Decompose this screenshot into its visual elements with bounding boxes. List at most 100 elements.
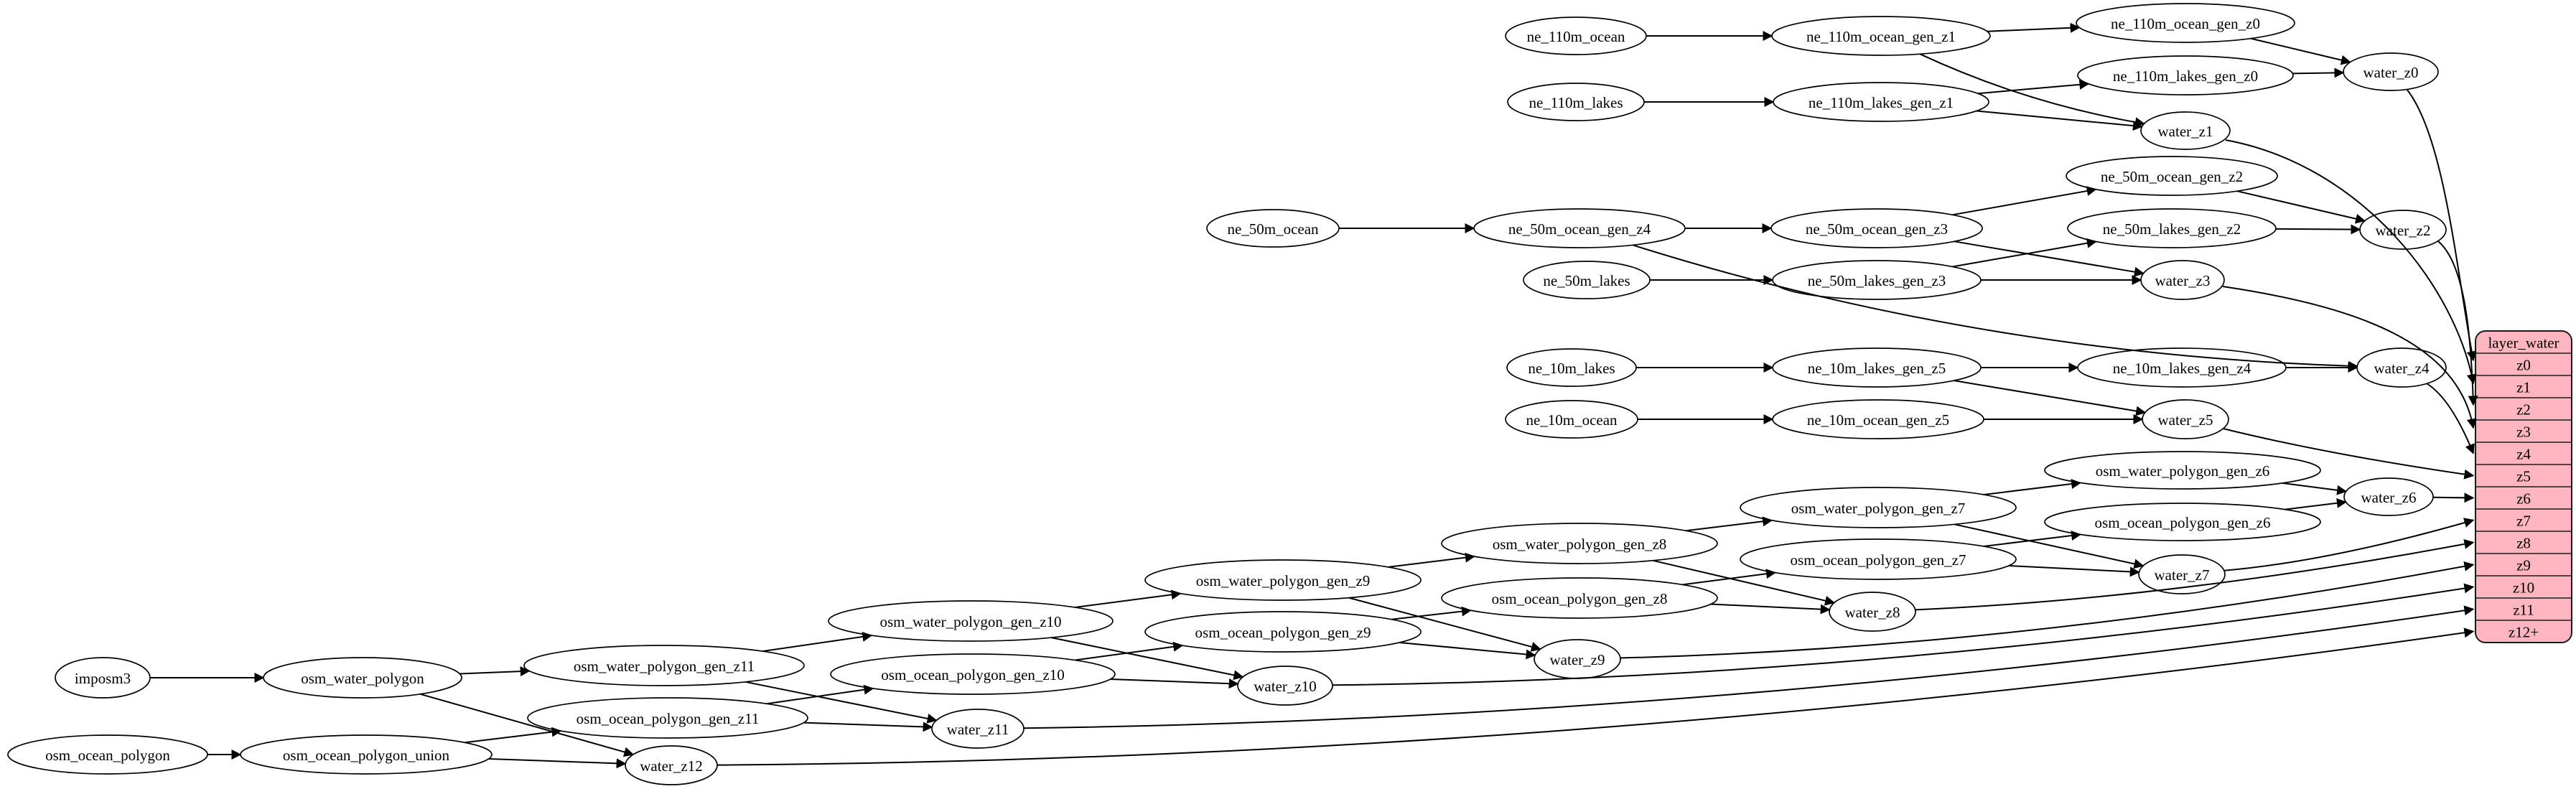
edge-ne_50m_lakes_gen_z3-to-ne_50m_lakes_gen_z2	[1952, 238, 2097, 268]
edge-osm_ocean_polygon_union-to-water_z12	[488, 758, 627, 769]
edge-water_z9-to-layer_water-z9	[1620, 561, 2475, 659]
node-label-osm_ocean_polygon_gen_z9: osm_ocean_polygon_gen_z9	[1195, 624, 1371, 641]
edge-osm_water_polygon_gen_z10-to-water_z10	[1051, 637, 1244, 681]
node-osm_water_polygon_gen_z11: osm_water_polygon_gen_z11	[523, 645, 805, 686]
node-label-osm_ocean_polygon: osm_ocean_polygon	[45, 747, 170, 764]
node-label-osm_water_polygon_gen_z7: osm_water_polygon_gen_z7	[1791, 500, 1966, 517]
node-water_z4: water_z4	[2356, 347, 2447, 388]
node-water_z5: water_z5	[2142, 399, 2229, 439]
edge-ne_50m_ocean_gen_z3-to-ne_50m_ocean_gen_z2	[1952, 186, 2097, 216]
edge-osm_water_polygon_gen_z10-to-osm_water_polygon_gen_z9	[1075, 589, 1182, 608]
edge-water_z2-to-layer_water-z2	[2437, 241, 2478, 406]
node-label-ne_110m_lakes_gen_z0: ne_110m_lakes_gen_z0	[2113, 67, 2258, 85]
node-water_z12: water_z12	[625, 745, 718, 785]
node-osm_water_polygon: osm_water_polygon	[263, 657, 462, 699]
edge-osm_water_polygon_gen_z8-to-water_z8	[1652, 559, 1836, 606]
node-shape-osm_ocean_polygon_gen_z10	[830, 653, 1116, 695]
node-label-ne_10m_lakes_gen_z4: ne_10m_lakes_gen_z4	[2113, 360, 2251, 377]
table-row-z5: z5	[2516, 468, 2531, 485]
edge-water_z8-to-layer_water-z8	[1915, 538, 2475, 611]
node-label-osm_ocean_polygon_gen_z6: osm_ocean_polygon_gen_z6	[2095, 514, 2271, 531]
node-osm_ocean_polygon_gen_z10: osm_ocean_polygon_gen_z10	[830, 653, 1116, 695]
edge-osm_water_polygon_gen_z9-to-water_z9	[1348, 597, 1541, 652]
edge-ne_110m_ocean_gen_z0-to-water_z0	[2250, 37, 2351, 65]
edge-ne_110m_ocean_gen_z1-to-water_z1	[1919, 53, 2145, 128]
node-ne_10m_lakes_gen_z5: ne_10m_lakes_gen_z5	[1772, 347, 1982, 388]
node-osm_water_polygon_gen_z7: osm_water_polygon_gen_z7	[1740, 487, 2017, 528]
node-label-ne_110m_lakes: ne_110m_lakes	[1529, 94, 1623, 111]
edge-ne_110m_lakes_gen_z1-to-water_z1	[1976, 110, 2143, 131]
node-osm_ocean_polygon_gen_z9: osm_ocean_polygon_gen_z9	[1144, 611, 1422, 653]
node-osm_water_polygon_gen_z10: osm_water_polygon_gen_z10	[828, 600, 1114, 642]
node-ne_110m_lakes: ne_110m_lakes	[1507, 83, 1645, 121]
node-osm_ocean_polygon_gen_z8: osm_ocean_polygon_gen_z8	[1441, 577, 1718, 619]
node-label-ne_110m_ocean_gen_z1: ne_110m_ocean_gen_z1	[1806, 28, 1956, 45]
table-row-z10: z10	[2513, 579, 2534, 597]
node-shape-osm_water_polygon_gen_z10	[828, 600, 1114, 642]
table-row-z11: z11	[2513, 602, 2534, 619]
node-water_z1: water_z1	[2140, 111, 2231, 150]
node-ne_50m_ocean_gen_z4: ne_50m_ocean_gen_z4	[1473, 208, 1686, 248]
table-row-z7: z7	[2516, 513, 2531, 530]
node-ne_10m_lakes: ne_10m_lakes	[1506, 348, 1637, 387]
edge-ne_110m_ocean_gen_z1-to-ne_110m_ocean_gen_z0	[1987, 22, 2081, 33]
node-water_z9: water_z9	[1534, 639, 1621, 679]
node-shape-ne_50m_ocean_gen_z2	[2066, 156, 2278, 196]
node-label-osm_water_polygon_gen_z10: osm_water_polygon_gen_z10	[879, 613, 1061, 630]
node-water_z6: water_z6	[2343, 477, 2434, 516]
node-ne_110m_ocean_gen_z0: ne_110m_ocean_gen_z0	[2076, 3, 2295, 43]
node-osm_water_polygon_gen_z6: osm_water_polygon_gen_z6	[2044, 451, 2321, 490]
node-osm_ocean_polygon: osm_ocean_polygon	[7, 734, 208, 775]
node-osm_ocean_polygon_gen_z11: osm_ocean_polygon_gen_z11	[527, 697, 808, 739]
node-label-ne_50m_lakes_gen_z3: ne_50m_lakes_gen_z3	[1808, 272, 1946, 289]
table-row-z1: z1	[2516, 379, 2531, 396]
node-shape-osm_ocean_polygon_gen_z11	[527, 697, 808, 739]
node-shape-osm_ocean_polygon_gen_z6	[2044, 503, 2321, 541]
node-shape-osm_water_polygon_gen_z9	[1144, 559, 1422, 601]
node-label-water_z12: water_z12	[640, 757, 702, 775]
node-label-osm_ocean_polygon_gen_z7: osm_ocean_polygon_gen_z7	[1791, 551, 1966, 569]
node-ne_10m_lakes_gen_z4: ne_10m_lakes_gen_z4	[2077, 347, 2287, 388]
node-label-ne_50m_ocean: ne_50m_ocean	[1227, 220, 1319, 238]
node-label-ne_110m_ocean_gen_z0: ne_110m_ocean_gen_z0	[2111, 15, 2260, 32]
node-shape-osm_water_polygon_gen_z8	[1441, 523, 1718, 564]
edge-water_z12-to-layer_water-z12+	[717, 627, 2475, 766]
node-label-water_z7: water_z7	[2155, 566, 2210, 584]
edge-water_z11-to-layer_water-z11	[1023, 605, 2475, 729]
node-label-osm_water_polygon_gen_z11: osm_water_polygon_gen_z11	[574, 658, 755, 675]
table-row-z8: z8	[2516, 535, 2531, 552]
node-label-osm_water_polygon_gen_z9: osm_water_polygon_gen_z9	[1196, 572, 1371, 589]
node-label-ne_10m_lakes: ne_10m_lakes	[1528, 360, 1615, 377]
node-shape-osm_ocean_polygon_gen_z8	[1441, 577, 1718, 619]
node-label-ne_50m_lakes: ne_50m_lakes	[1543, 272, 1630, 289]
node-ne_50m_ocean_gen_z2: ne_50m_ocean_gen_z2	[2066, 156, 2278, 196]
node-label-ne_10m_ocean: ne_10m_ocean	[1526, 411, 1618, 429]
node-label-water_z5: water_z5	[2158, 411, 2213, 429]
edge-osm_water_polygon_gen_z7-to-water_z7	[1954, 523, 2145, 569]
table-row-z4: z4	[2516, 446, 2531, 463]
node-osm_ocean_polygon_gen_z7: osm_ocean_polygon_gen_z7	[1740, 538, 2017, 580]
node-water_z2: water_z2	[2359, 210, 2447, 250]
node-ne_50m_lakes_gen_z3: ne_50m_lakes_gen_z3	[1772, 260, 1982, 300]
node-label-water_z11: water_z11	[947, 721, 1009, 738]
edge-osm_ocean_polygon_gen_z10-to-osm_ocean_polygon_gen_z9	[1075, 641, 1184, 661]
edge-osm_water_polygon_gen_z11-to-osm_water_polygon_gen_z10	[762, 631, 873, 653]
edge-ne_110m_lakes_gen_z1-to-ne_110m_lakes_gen_z0	[1977, 79, 2090, 95]
edge-osm_ocean_polygon_gen_z10-to-water_z10	[1110, 678, 1239, 689]
node-ne_110m_lakes_gen_z1: ne_110m_lakes_gen_z1	[1773, 82, 1989, 122]
edge-osm_ocean_polygon_gen_z6-to-water_z6	[2285, 498, 2347, 510]
node-ne_10m_ocean: ne_10m_ocean	[1505, 400, 1638, 439]
edge-osm_water_polygon_gen_z7-to-osm_water_polygon_gen_z6	[1983, 479, 2082, 495]
node-imposm3: imposm3	[55, 657, 151, 699]
node-label-water_z10: water_z10	[1254, 678, 1316, 695]
node-label-osm_ocean_polygon_gen_z8: osm_ocean_polygon_gen_z8	[1492, 590, 1668, 607]
node-label-ne_10m_lakes_gen_z5: ne_10m_lakes_gen_z5	[1808, 360, 1946, 377]
node-label-water_z1: water_z1	[2158, 123, 2213, 140]
edge-ne_50m_ocean_gen_z4-to-water_z4	[1632, 244, 2358, 371]
edge-osm_ocean_polygon_gen_z9-to-osm_ocean_polygon_gen_z8	[1391, 606, 1472, 620]
table-row-z6: z6	[2516, 490, 2531, 508]
node-ne_50m_ocean: ne_50m_ocean	[1206, 209, 1340, 248]
node-label-osm_water_polygon_gen_z6: osm_water_polygon_gen_z6	[2096, 462, 2270, 480]
node-water_z3: water_z3	[2140, 260, 2225, 300]
